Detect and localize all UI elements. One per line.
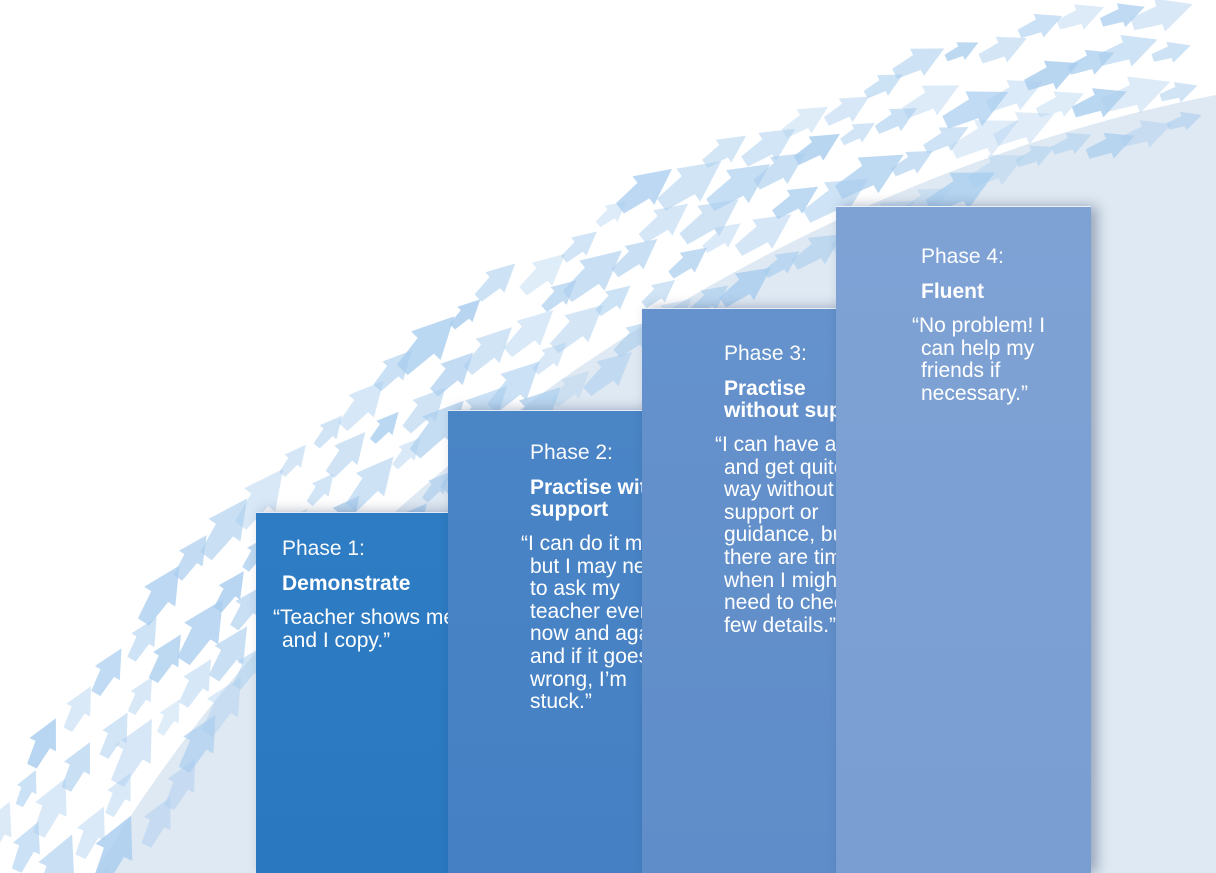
- phase-2-label: Phase 2:: [530, 441, 613, 464]
- phase-4-title: Fluent: [921, 280, 984, 303]
- arrow-icon: [468, 253, 525, 309]
- arrow-icon: [83, 641, 134, 701]
- phase-4-quote: “No problem! I can help my friends if ne…: [912, 314, 1046, 405]
- phase-3-label: Phase 3:: [724, 342, 807, 365]
- phase-1-label: Phase 1:: [282, 537, 365, 560]
- phase-4-label: Phase 4:: [921, 245, 1004, 268]
- phase-1-quote: “Teacher shows me and I copy.”: [273, 606, 456, 652]
- arrow-icon: [18, 711, 70, 773]
- phase-1-title: Demonstrate: [282, 572, 411, 595]
- arrow-icon: [1094, 23, 1164, 76]
- phase-2-quote: “I can do it myself but I may need to as…: [521, 532, 686, 714]
- phase-2-title: Practise with support: [530, 476, 660, 521]
- arrow-icon: [941, 33, 983, 68]
- phase-4-step: Phase 4: Fluent “No problem! I can help …: [836, 206, 1091, 873]
- phase-3-quote: “I can have a go and get quite a way wit…: [715, 433, 874, 637]
